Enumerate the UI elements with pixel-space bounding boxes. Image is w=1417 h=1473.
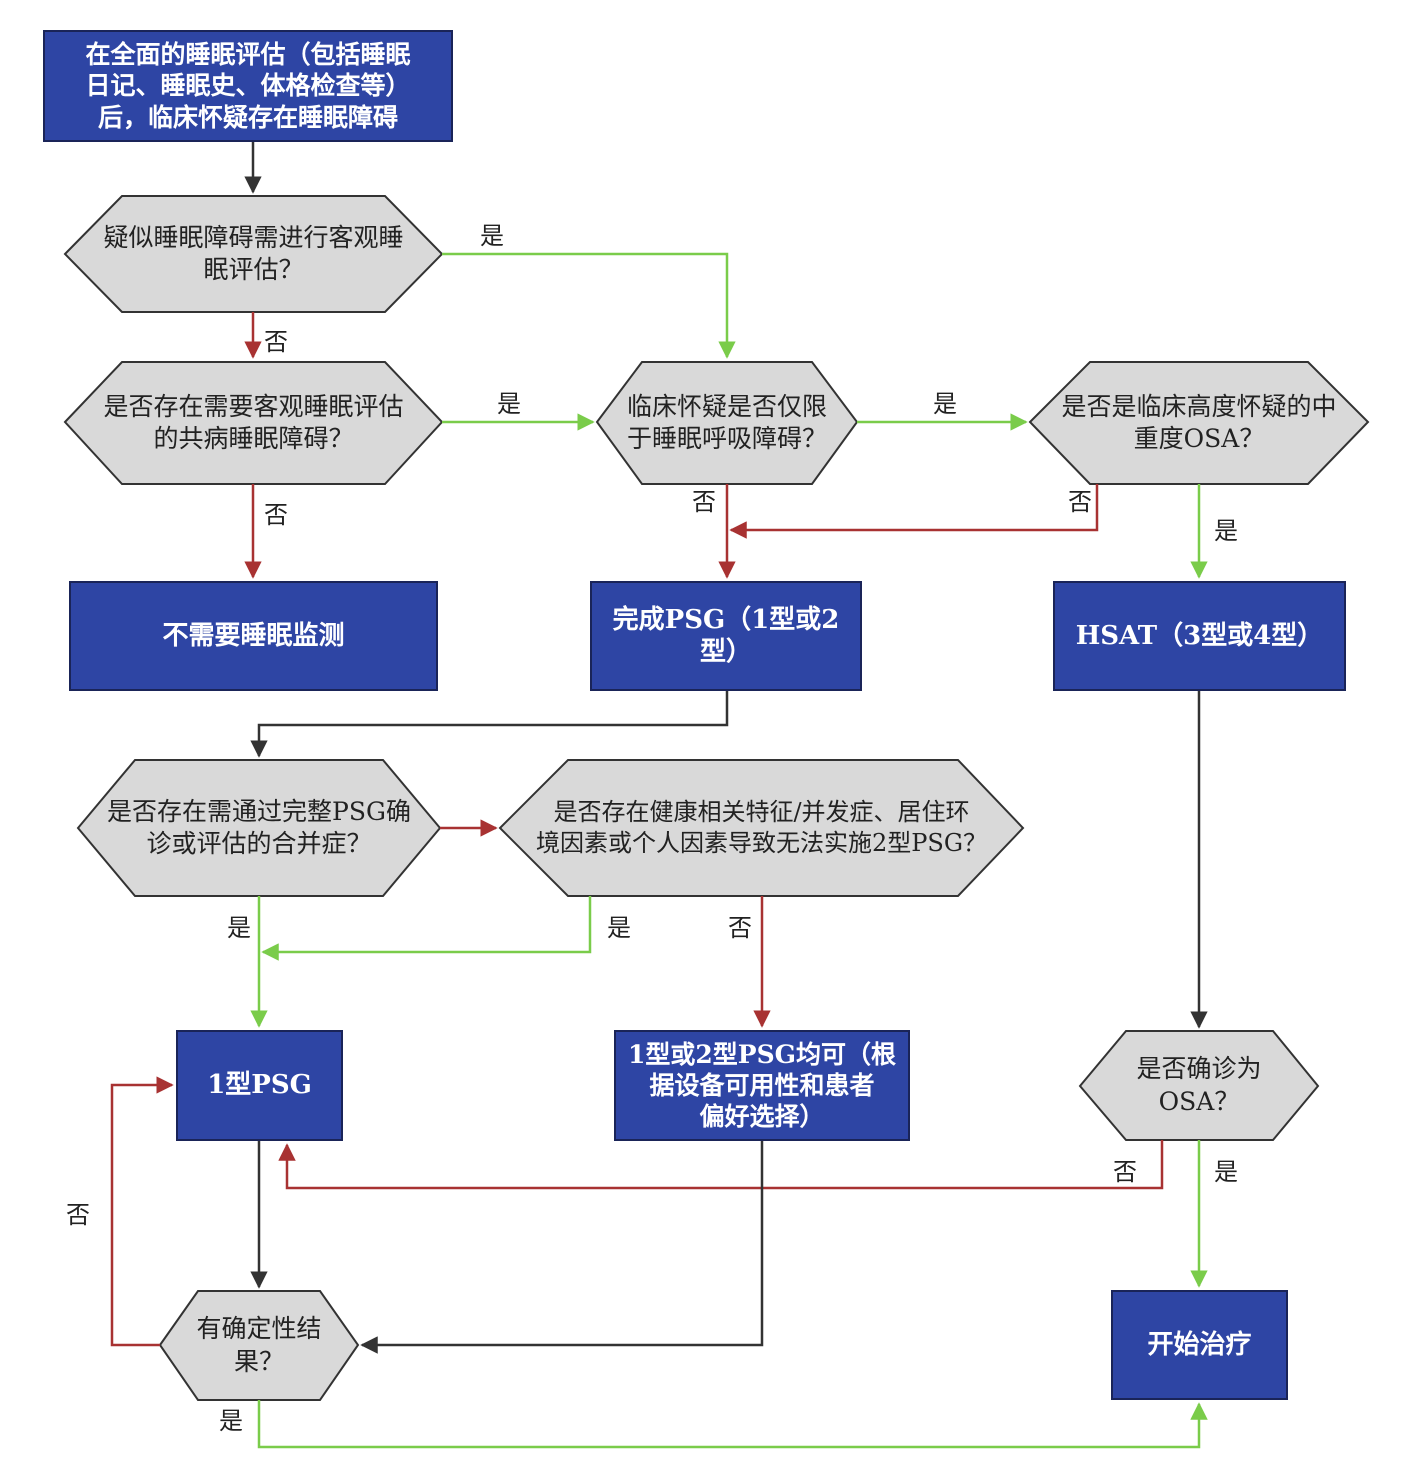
decision-complete-psg: 是否存在需通过完整PSG确 诊或评估的合并症？ [107, 796, 411, 859]
decision-high-osa-shape [1028, 361, 1370, 485]
label-comorbid-no: 否 [264, 501, 288, 529]
label-complete-yes: 是 [227, 914, 251, 942]
decision-cannot-type2-shape [498, 759, 1025, 897]
decision-definitive-shape [158, 1290, 360, 1401]
label-type2-no: 否 [728, 914, 752, 942]
decision-need-objective: 疑似睡眠障碍需进行客观睡 眠评估？ [103, 222, 404, 285]
arrow-definitive-yes [257, 1400, 1208, 1449]
label-confirmed-no: 否 [1113, 1158, 1137, 1186]
arrow-either-to-definitive [360, 1141, 764, 1354]
arrow-definitive-no [110, 1076, 174, 1347]
label-highosa-yes: 是 [1214, 517, 1238, 545]
label-highosa-no: 否 [1068, 488, 1092, 516]
start-treatment-box: 开始治疗 [1111, 1290, 1288, 1400]
label-definitive-no: 否 [66, 1201, 90, 1229]
label-sdb-yes: 是 [933, 390, 957, 418]
arrow-confirmed-no [278, 1140, 1164, 1190]
decision-high-osa: 是否是临床高度怀疑的中 重度OSA？ [1061, 391, 1337, 454]
label-comorbid-yes: 是 [497, 390, 521, 418]
decision-only-sdb: 临床怀疑是否仅限 于睡眠呼吸障碍？ [626, 391, 827, 454]
no-monitoring-box: 不需要睡眠监测 [69, 581, 438, 691]
arrow-type2-yes [261, 896, 592, 961]
decision-definitive: 有确定性结 果？ [196, 1314, 322, 1376]
arrow-need-yes [442, 252, 736, 359]
psg-type1-or-2-box: 完成PSG（1型或2 型） [590, 581, 862, 691]
arrow-highosa-no [729, 484, 1099, 539]
start-box: 在全面的睡眠评估（包括睡眠 日记、睡眠史、体格检查等） 后，临床怀疑存在睡眠障碍 [43, 30, 453, 142]
decision-confirmed-osa: 是否确诊为 OSA？ [1136, 1054, 1262, 1116]
label-sdb-no: 否 [692, 488, 716, 516]
arrow-psg-to-complete [250, 691, 729, 758]
label-type2-yes: 是 [607, 914, 631, 942]
label-need-yes: 是 [480, 222, 504, 250]
hsat-box: HSAT（3型或4型） [1053, 581, 1346, 691]
decision-confirmed-osa-shape [1078, 1030, 1320, 1141]
label-need-no: 否 [264, 328, 288, 356]
type1-psg-box: 1型PSG [176, 1030, 343, 1141]
label-confirmed-yes: 是 [1214, 1158, 1238, 1186]
decision-comorbid: 是否存在需要客观睡眠评估 的共病睡眠障碍？ [103, 391, 404, 454]
psg-either-box: 1型或2型PSG均可（根 据设备可用性和患者 偏好选择） [614, 1030, 910, 1141]
label-definitive-yes: 是 [219, 1407, 243, 1435]
decision-cannot-type2: 是否存在健康相关特征/并发症、居住环 境因素或个人因素导致无法实施2型PSG？ [535, 797, 988, 857]
